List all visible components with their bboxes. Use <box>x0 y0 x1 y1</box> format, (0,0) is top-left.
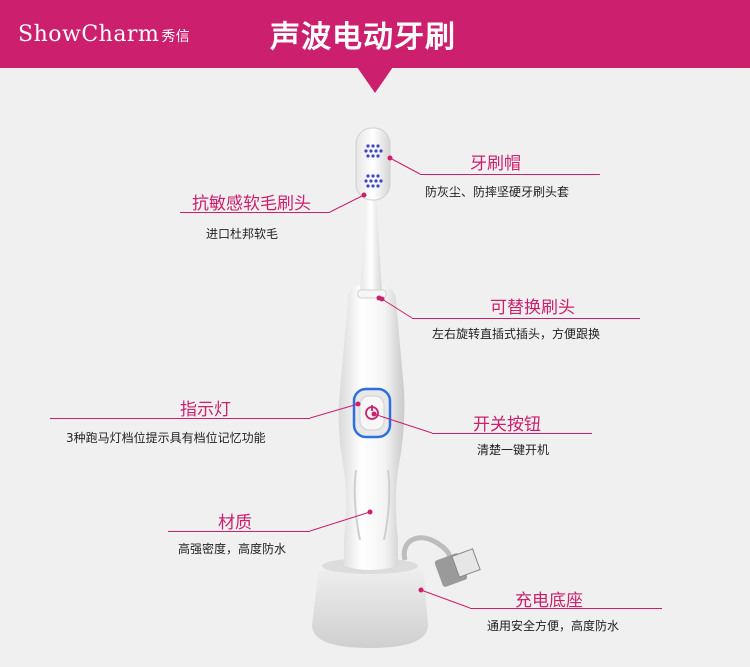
leader-head <box>381 298 413 319</box>
brand-name: ShowCharm <box>18 22 160 47</box>
desc-head: 左右旋转直插式插头，方便跟换 <box>432 327 601 341</box>
desc-material: 高强密度，高度防水 <box>178 542 287 556</box>
brand-sub: 秀信 <box>161 29 191 45</box>
leader-cap <box>389 157 421 175</box>
line-cap <box>420 174 600 175</box>
label-head: 可替换刷头 <box>490 298 575 318</box>
line-button <box>432 433 592 434</box>
line-material <box>168 531 310 532</box>
label-bristles: 抗敏感软毛刷头 <box>192 194 311 214</box>
desc-button: 清楚一键开机 <box>477 443 550 457</box>
label-material: 材质 <box>218 513 252 533</box>
desc-light: 3种跑马灯档位提示具有档位记忆功能 <box>66 431 266 445</box>
desc-cap: 防灰尘、防摔坚硬牙刷头套 <box>425 185 570 199</box>
leader-light <box>309 403 359 419</box>
line-bristles <box>180 212 330 213</box>
leader-material <box>309 511 371 532</box>
line-base <box>470 608 662 609</box>
page-title: 声波电动牙刷 <box>270 20 456 55</box>
label-cap: 牙刷帽 <box>470 154 521 174</box>
brush-shaft <box>360 195 382 292</box>
desc-bristles: 进口杜邦软毛 <box>206 227 279 241</box>
charging-base <box>312 560 428 648</box>
label-base: 充电底座 <box>515 591 583 611</box>
leader-bristles <box>329 194 365 213</box>
brush-cap <box>355 127 391 201</box>
line-head <box>412 318 640 319</box>
desc-base: 通用安全方便，高度防水 <box>487 619 620 633</box>
bristles <box>364 144 383 188</box>
label-button: 开关按钮 <box>473 415 541 435</box>
line-light <box>50 418 310 419</box>
header-notch <box>357 67 393 93</box>
leader-button <box>373 413 433 434</box>
leader-base <box>420 589 471 609</box>
usb-connector <box>451 548 481 578</box>
label-light: 指示灯 <box>180 400 231 420</box>
